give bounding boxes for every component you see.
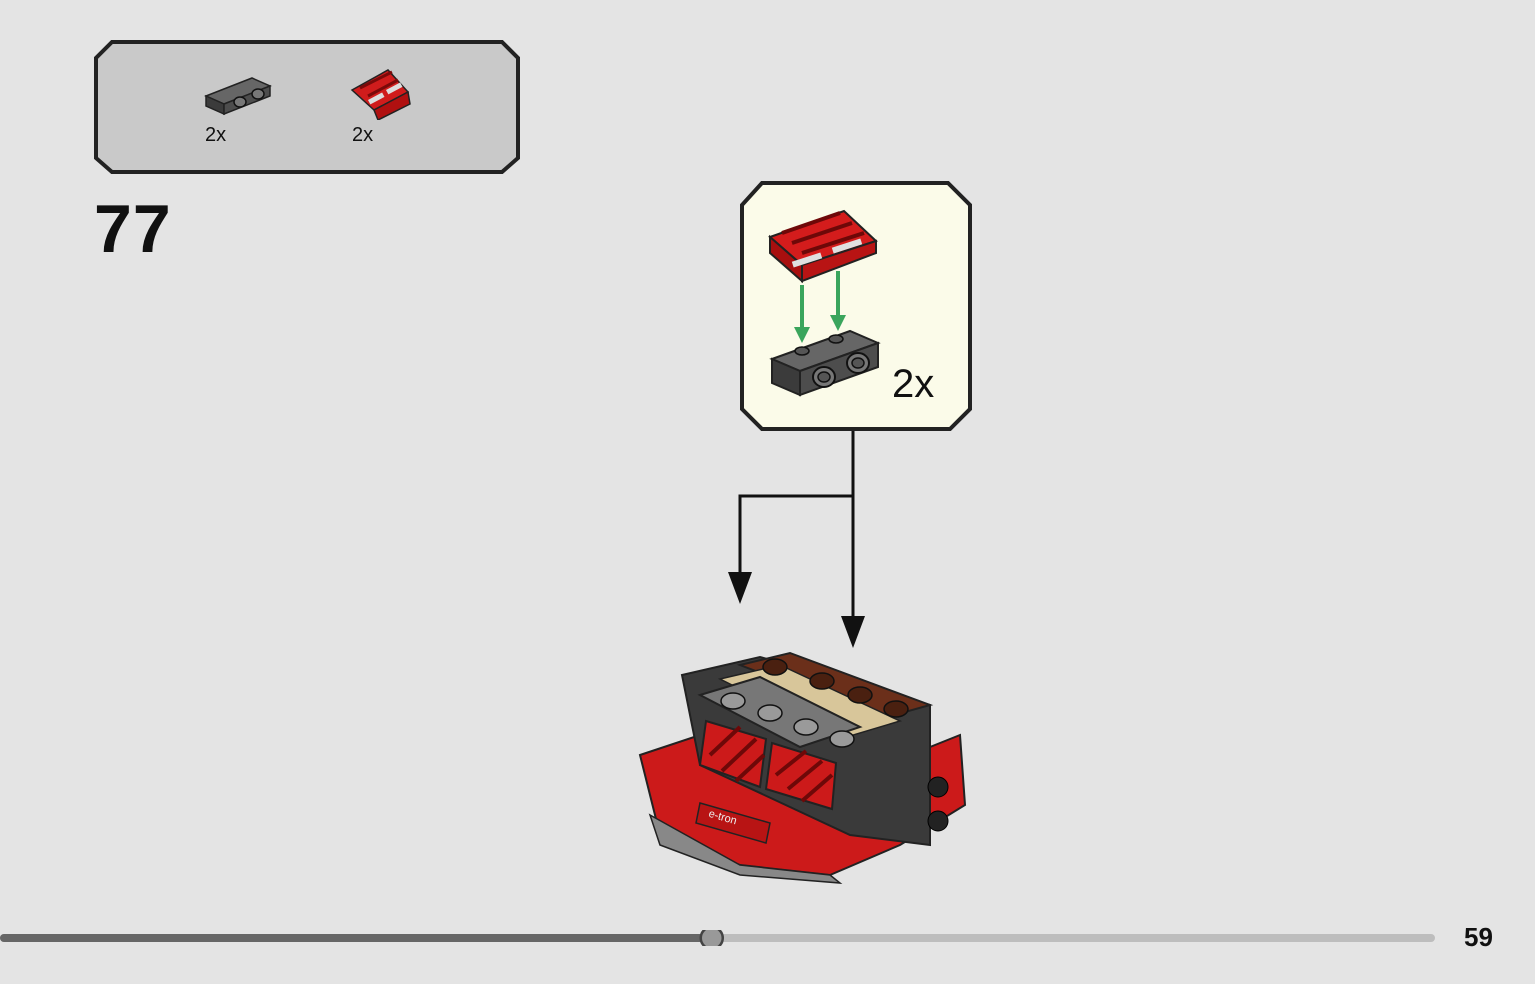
progress-knob-icon	[699, 930, 725, 946]
red-slope-part-icon	[350, 69, 411, 120]
sub-assembly-frame	[740, 181, 972, 431]
red-slope-part-qty: 2x	[352, 124, 374, 146]
bracket-part-icon	[204, 77, 272, 116]
sub-bracket-icon	[769, 329, 881, 397]
progress-bar	[0, 930, 1435, 946]
parts-list-frame	[94, 40, 520, 174]
page-number: 59	[1464, 922, 1493, 952]
step-number: 77	[94, 191, 172, 267]
bracket-part-qty: 2x	[205, 124, 227, 146]
progress-fill	[0, 934, 712, 942]
green-arrows-icon	[794, 271, 846, 343]
car-model-illustration: e-tron	[638, 651, 967, 884]
sub-red-slope-icon	[768, 209, 878, 284]
parts-list-box: 2x 2x	[94, 40, 520, 174]
sub-assembly-qty: 2x	[892, 362, 935, 406]
sub-assembly-callout: 2x	[740, 181, 972, 431]
